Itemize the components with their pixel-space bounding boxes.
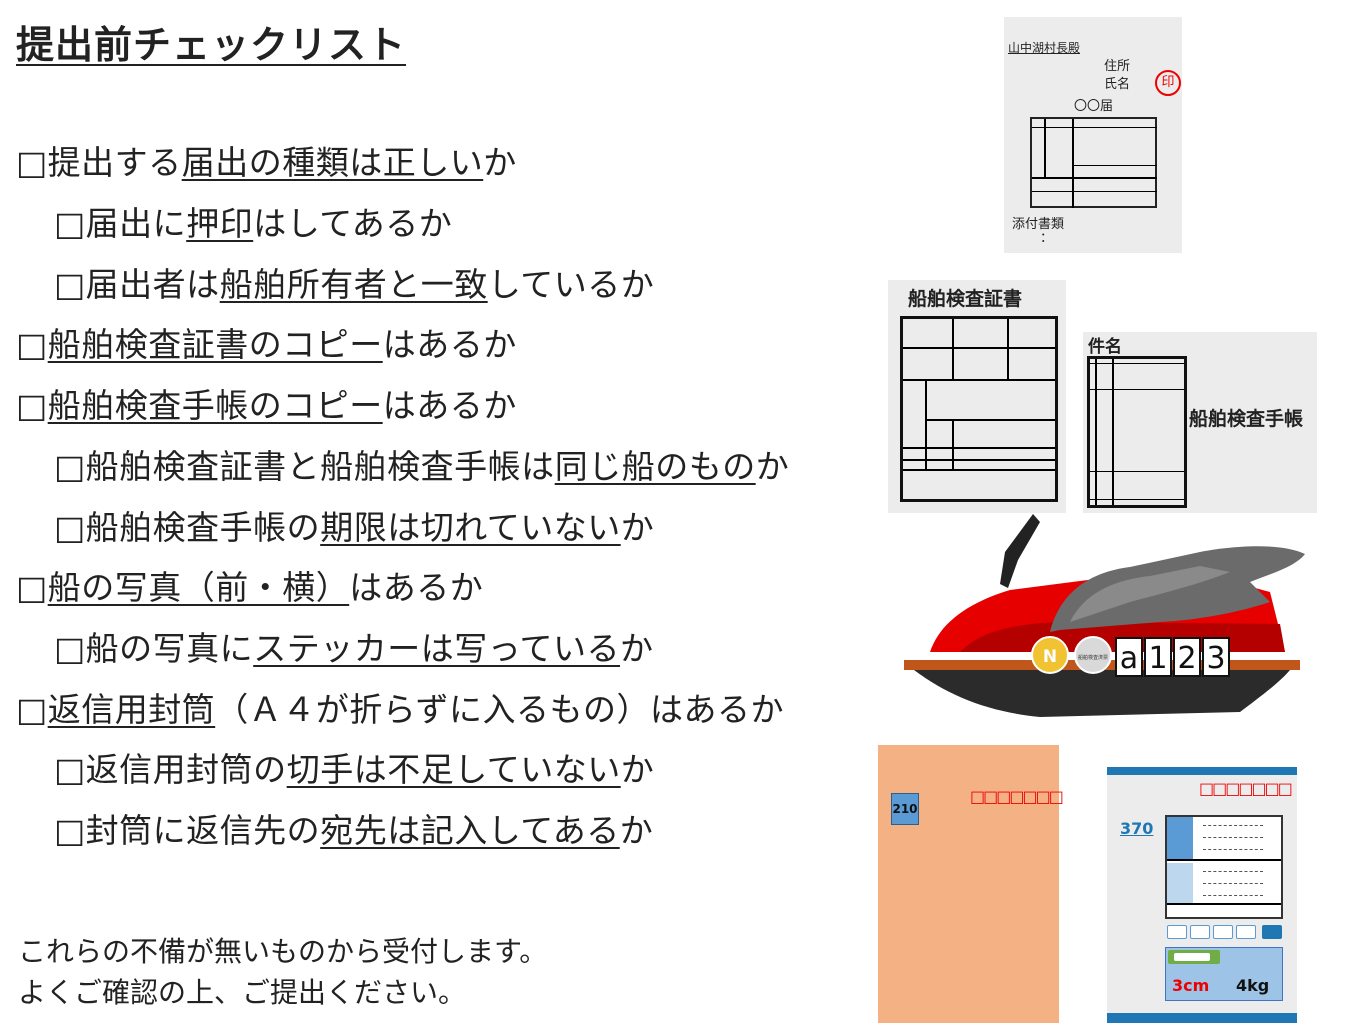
- pack-top-band: [1107, 767, 1297, 775]
- pack-size-label: 3cm: [1172, 976, 1210, 995]
- name-label: 氏名: [1104, 77, 1131, 92]
- registration-char: 3: [1206, 641, 1225, 676]
- plate-box: [1173, 637, 1201, 677]
- seat-highlight-shape: [1070, 566, 1230, 622]
- checklist-text: □: [16, 568, 48, 607]
- pack-weight-label: 4kg: [1236, 976, 1270, 995]
- envelope-postal-code-boxes: □□□□□□□: [970, 787, 1064, 806]
- checklist-text: □: [16, 386, 48, 425]
- pack-stamp-value: 370: [1120, 819, 1154, 838]
- footer-line-2: よくご確認の上、ご提出ください。: [18, 976, 467, 1009]
- registration-char: 2: [1177, 641, 1196, 676]
- checklist-item: □船舶検査証書のコピーはあるか: [16, 325, 517, 365]
- checklist-text: □: [16, 690, 48, 729]
- plate-box: [1144, 637, 1172, 677]
- page-title: 提出前チェックリスト: [16, 23, 407, 67]
- checklist-key-phrase: ステッカーは写っている: [253, 629, 621, 668]
- plate-box: [1202, 637, 1230, 677]
- pack-postal-code-boxes: □□□□□□□: [1199, 779, 1293, 798]
- checklist-text: □船の写真に: [54, 629, 254, 668]
- base-shape: [914, 670, 1290, 717]
- checklist-key-phrase: 返信用封筒: [47, 690, 216, 729]
- checklist-key-phrase: 船舶検査手帳のコピー: [47, 386, 383, 425]
- certificate-title: 船舶検査証書: [908, 288, 1023, 310]
- checklist-key-phrase: 押印: [186, 204, 254, 243]
- attachments-dots: ：: [1040, 231, 1054, 246]
- checklist-item: □届出に押印はしてあるか: [54, 204, 452, 244]
- plate-box: [1115, 637, 1143, 677]
- checklist-item: □提出する届出の種類は正しいか: [16, 143, 517, 183]
- certificate-illustration: 船舶検査証書: [888, 280, 1066, 513]
- checklist-key-phrase: 切手は不足していない: [286, 750, 621, 789]
- checklist-item: □封筒に返信先の宛先は記入してあるか: [54, 811, 653, 851]
- checklist-key-phrase: 届出の種類は正しい: [181, 143, 484, 182]
- pack-address-box: [1165, 815, 1283, 919]
- checklist-text: か: [620, 508, 655, 547]
- checklist-item: □返信用封筒（Ａ４が折らずに入るもの）はあるか: [16, 690, 784, 730]
- checklist-text: はあるか: [349, 568, 484, 607]
- n-sticker-icon: N: [1031, 636, 1069, 674]
- checklist-key-phrase: 期限は切れていない: [320, 508, 621, 547]
- checklist-text: はしてあるか: [253, 204, 453, 243]
- footer-line-1: これらの不備が無いものから受付します。: [18, 935, 548, 968]
- registration-char: 1: [1148, 641, 1167, 676]
- checklist-key-phrase: 船舶所有者と一致: [219, 265, 488, 304]
- form-table: [1030, 117, 1157, 208]
- n-sticker-letter: N: [1043, 647, 1057, 667]
- checklist-text: □船舶検査手帳の: [54, 508, 321, 547]
- checklist-item: □船の写真にステッカーは写っているか: [54, 629, 654, 669]
- checklist-text: □届出者は: [54, 265, 220, 304]
- checklist-item: □届出者は船舶所有者と一致しているか: [54, 265, 654, 305]
- registration-char: a: [1120, 641, 1138, 676]
- jet-ski-illustration: N 船舶検査済票 a 1 2 3: [904, 514, 1305, 717]
- checklist-text: か: [620, 629, 654, 668]
- checklist-text: はあるか: [382, 386, 517, 425]
- checklist-text: □返信用封筒の: [54, 750, 287, 789]
- pack-bottom-panel: 3cm 4kg: [1165, 947, 1283, 1001]
- envelope-stamp: 210: [891, 793, 919, 825]
- checklist-text: □提出する: [16, 143, 182, 182]
- checklist-item: □返信用封筒の切手は不足していないか: [54, 750, 654, 790]
- checklist-text: か: [620, 750, 655, 789]
- checklist-key-phrase: 同じ船のもの: [554, 447, 756, 486]
- notebook-table: [1087, 356, 1187, 508]
- seal-icon: 印: [1155, 70, 1181, 96]
- checklist-text: か: [483, 143, 517, 182]
- address-label: 住所: [1104, 59, 1131, 74]
- notebook-illustration: 件名 船舶検査手帳: [1083, 332, 1317, 513]
- checklist-text: か: [619, 811, 654, 850]
- checklist-text: か: [755, 447, 790, 486]
- checklist-text: しているか: [487, 265, 655, 304]
- checklist-text: （Ａ４が折らずに入るもの）はあるか: [215, 690, 785, 729]
- registration-number: a 1 2 3: [1115, 637, 1230, 677]
- handlebar-shape: [1000, 514, 1040, 588]
- return-envelope-illustration: 210 □□□□□□□: [878, 745, 1064, 1023]
- form-document-illustration: 山中湖村長殿 住所 氏名 印 〇〇届 添付書類 ：: [1004, 17, 1182, 253]
- checklist-text: □船舶検査証書と船舶検査手帳は: [54, 447, 555, 486]
- checklist-key-phrase: 船の写真（前・横）: [47, 568, 350, 607]
- attachments-label: 添付書類: [1012, 217, 1065, 232]
- inspection-sticker-text: 船舶検査済票: [1078, 654, 1108, 661]
- notebook-title: 船舶検査手帳: [1189, 408, 1304, 430]
- checklist-item: □船舶検査手帳のコピーはあるか: [16, 386, 517, 426]
- checklist-text: はあるか: [382, 325, 517, 364]
- checklist-key-phrase: 宛先は記入してある: [320, 811, 620, 850]
- pack-bottom-band: [1107, 1013, 1297, 1023]
- certificate-table: [900, 316, 1058, 502]
- checklist-key-phrase: 船舶検査証書のコピー: [47, 325, 383, 364]
- checklist-text: □届出に: [54, 204, 187, 243]
- pack-small-boxes: [1167, 925, 1287, 939]
- notebook-subject-label: 件名: [1088, 337, 1122, 357]
- addressee-text: 山中湖村長殿: [1008, 41, 1081, 55]
- checklist-text: □: [16, 325, 48, 364]
- inspection-sticker-icon: 船舶検査済票: [1074, 636, 1112, 674]
- checklist-item: □船の写真（前・横）はあるか: [16, 568, 483, 608]
- checklist-text: □封筒に返信先の: [54, 811, 321, 850]
- letter-pack-illustration: □□□□□□□ 370 3cm 4kg: [1107, 767, 1297, 1023]
- form-title: 〇〇届: [1074, 99, 1114, 114]
- checklist-item: □船舶検査手帳の期限は切れていないか: [54, 508, 654, 548]
- checklist-item: □船舶検査証書と船舶検査手帳は同じ船のものか: [54, 447, 789, 487]
